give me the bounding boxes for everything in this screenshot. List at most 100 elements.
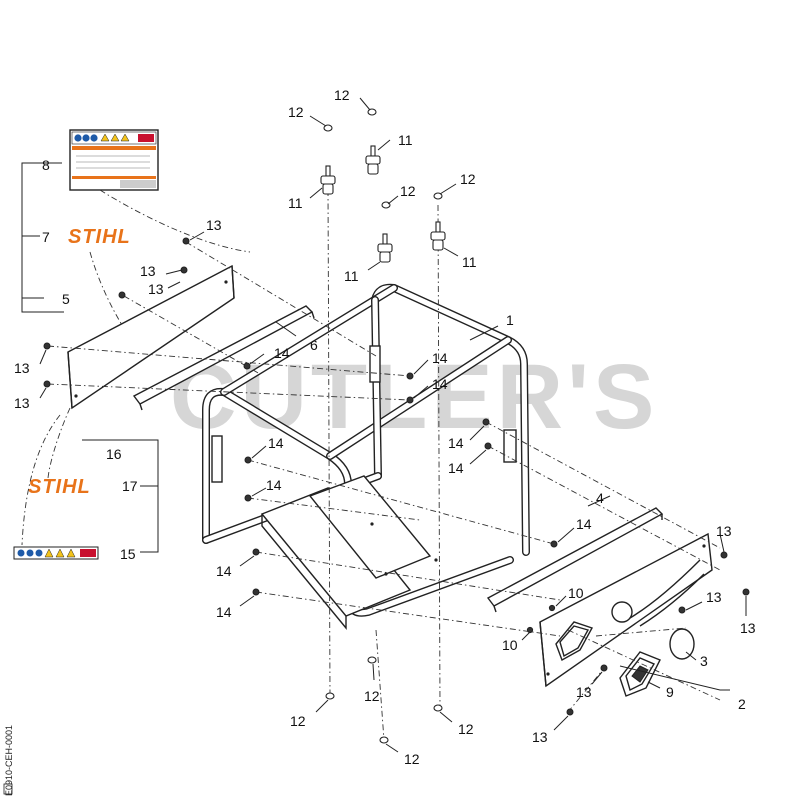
screw-10-b[interactable] [526, 626, 534, 634]
nut-14-e[interactable] [482, 418, 490, 426]
side-panel-part-5[interactable] [67, 264, 235, 410]
callout-7[interactable]: 7 [42, 229, 50, 245]
warning-label-part-8[interactable] [69, 129, 159, 191]
callout-13[interactable]: 13 [14, 360, 30, 376]
callout-13[interactable]: 13 [206, 217, 222, 233]
leader-8 [99, 189, 251, 253]
callout-1[interactable]: 1 [506, 312, 514, 328]
callout-14[interactable]: 14 [432, 376, 448, 392]
callout-13[interactable]: 13 [140, 263, 156, 279]
mount-11-b[interactable] [320, 165, 336, 195]
callout-12[interactable]: 12 [458, 721, 474, 737]
callout-2[interactable]: 2 [738, 696, 746, 712]
mount-11-d[interactable] [430, 221, 446, 251]
callout-15[interactable]: 15 [120, 546, 136, 562]
callout-10[interactable]: 10 [502, 637, 518, 653]
nut-14-c[interactable] [406, 396, 414, 404]
tube-frame-part-1[interactable] [202, 283, 530, 630]
corner-box [3, 783, 13, 795]
hardware [43, 108, 750, 744]
callout-14[interactable]: 14 [216, 563, 232, 579]
mount-11-c[interactable] [377, 233, 393, 263]
callout-12[interactable]: 12 [400, 183, 416, 199]
drawing-code: E0910-CEH-0001 [4, 725, 14, 796]
nut-12-e[interactable] [367, 656, 377, 664]
nut-12-h[interactable] [379, 736, 389, 744]
callout-13[interactable]: 13 [14, 395, 30, 411]
callout-14[interactable]: 14 [268, 435, 284, 451]
nut-12-d[interactable] [433, 192, 443, 200]
nut-14-j[interactable] [252, 588, 260, 596]
callout-14[interactable]: 14 [274, 345, 290, 361]
nut-12-b[interactable] [323, 124, 333, 132]
callout-13[interactable]: 13 [716, 523, 732, 539]
nut-14-f[interactable] [484, 442, 492, 450]
callout-12[interactable]: 12 [364, 688, 380, 704]
callout-11[interactable]: 11 [288, 195, 303, 211]
alignment-lines [47, 189, 721, 741]
callout-9[interactable]: 9 [666, 684, 674, 700]
bolt-13-c[interactable] [118, 291, 126, 299]
end-panel-part-2[interactable] [539, 532, 713, 688]
bolt-13-e[interactable] [43, 380, 51, 388]
nut-14-a[interactable] [243, 362, 251, 370]
callout-4[interactable]: 4 [596, 490, 604, 506]
callout-12[interactable]: 12 [288, 104, 304, 120]
bolt-13-i[interactable] [600, 664, 608, 672]
callout-11[interactable]: 11 [344, 268, 359, 284]
nut-14-i[interactable] [252, 548, 260, 556]
callout-13[interactable]: 13 [148, 281, 164, 297]
nut-12-g[interactable] [433, 704, 443, 712]
rail-part-4[interactable] [486, 507, 664, 613]
callout-10[interactable]: 10 [568, 585, 584, 601]
callout-12[interactable]: 12 [290, 713, 306, 729]
bolt-13-f[interactable] [720, 551, 728, 559]
callout-16[interactable]: 16 [106, 446, 122, 462]
callout-12[interactable]: 12 [334, 87, 350, 103]
callout-14[interactable]: 14 [216, 604, 232, 620]
callout-13[interactable]: 13 [740, 620, 756, 636]
callout-8[interactable]: 8 [42, 157, 50, 173]
bolt-13-g[interactable] [742, 588, 750, 596]
callout-13[interactable]: 13 [532, 729, 548, 745]
nut-14-g[interactable] [244, 494, 252, 502]
mount-11-a[interactable] [365, 145, 381, 175]
nut-14-b[interactable] [406, 372, 414, 380]
bolt-13-j[interactable] [566, 708, 574, 716]
leader-7 [89, 251, 123, 326]
stihl-decal-part-17[interactable]: STIHL [28, 476, 91, 498]
bolt-13-a[interactable] [182, 237, 190, 245]
round-cover-part-3[interactable] [669, 628, 695, 660]
callout-3[interactable]: 3 [700, 653, 708, 669]
callout-5[interactable]: 5 [62, 291, 70, 307]
callout-13[interactable]: 13 [576, 684, 592, 700]
callout-11[interactable]: 11 [462, 254, 477, 270]
screw-10-a[interactable] [548, 604, 556, 612]
group-bracket-left [21, 162, 159, 553]
nut-14-h[interactable] [550, 540, 558, 548]
stihl-decal-part-7[interactable]: STIHL [68, 226, 131, 248]
callout-17[interactable]: 17 [122, 478, 138, 494]
bolt-13-d[interactable] [43, 342, 51, 350]
nut-12-a[interactable] [367, 108, 377, 116]
leader-15 [21, 414, 61, 546]
callout-14[interactable]: 14 [448, 435, 464, 451]
nut-14-d[interactable] [244, 456, 252, 464]
rail-part-6[interactable] [132, 305, 315, 411]
callout-14[interactable]: 14 [448, 460, 464, 476]
leader-17 [47, 407, 71, 479]
nut-12-f[interactable] [325, 692, 335, 700]
callout-14[interactable]: 14 [432, 350, 448, 366]
callout-14[interactable]: 14 [576, 516, 592, 532]
callout-11[interactable]: 11 [398, 132, 413, 148]
callout-numbers: 12 12 11 11 12 12 11 11 1 6 8 7 5 13 13 … [14, 87, 756, 767]
callout-14[interactable]: 14 [266, 477, 282, 493]
warning-strip-part-15[interactable] [13, 546, 99, 560]
callout-13[interactable]: 13 [706, 589, 722, 605]
bolt-13-h[interactable] [678, 606, 686, 614]
callout-12[interactable]: 12 [460, 171, 476, 187]
callout-6[interactable]: 6 [310, 337, 318, 353]
callout-12[interactable]: 12 [404, 751, 420, 767]
callout-leaders [39, 97, 747, 753]
